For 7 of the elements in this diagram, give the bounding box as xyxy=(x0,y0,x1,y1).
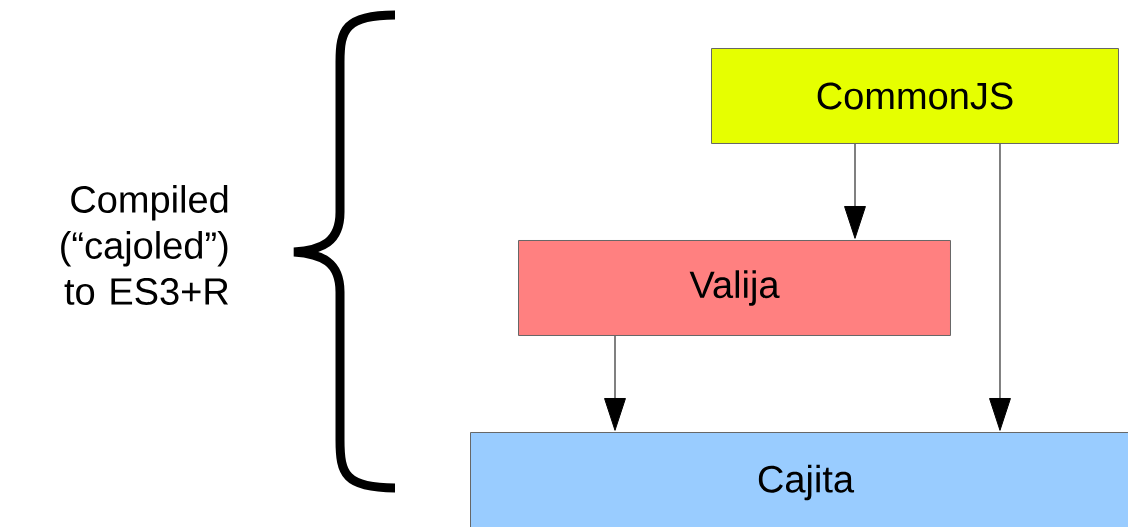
arrow xyxy=(989,143,1011,431)
arrow xyxy=(604,335,626,431)
process-box: Valija xyxy=(518,240,951,336)
process-box: Cajita xyxy=(470,432,1128,527)
arrow xyxy=(844,143,866,239)
process-box: CommonJS xyxy=(711,48,1119,144)
side-note: Compiled (“cajoled”) to ES3+R xyxy=(61,185,228,305)
